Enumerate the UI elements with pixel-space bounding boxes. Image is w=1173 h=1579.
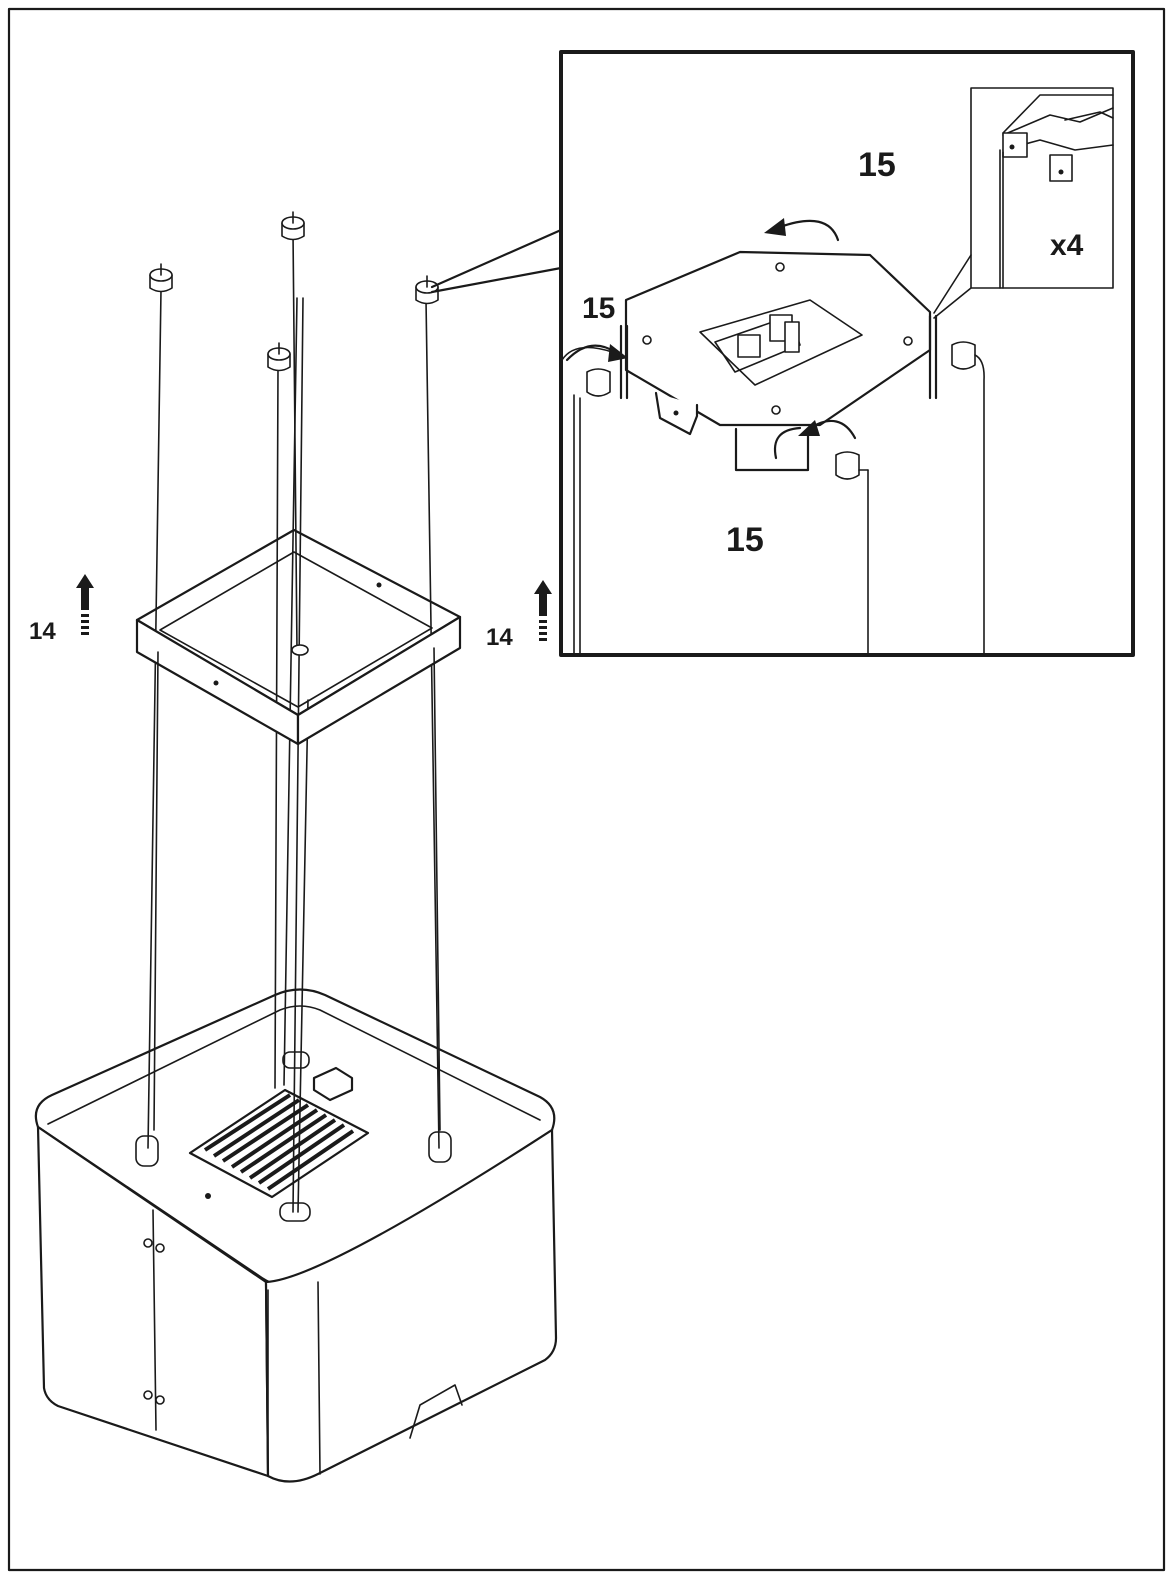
base-left-side [36, 1125, 270, 1478]
step-14-right-label: 14 [486, 624, 513, 651]
canopy-inner [159, 551, 433, 708]
base-bracket-front [279, 1202, 311, 1222]
corner-edge-line [317, 1281, 321, 1475]
step-15-top-label: 15 [858, 146, 896, 184]
up-arrow-icon [534, 580, 552, 641]
up-arrow-icon [76, 574, 94, 635]
canopy-right-face [296, 615, 462, 746]
inset-zoom-frame [970, 87, 1114, 289]
connector-box [312, 1066, 354, 1102]
hinge-icon [143, 1238, 153, 1248]
base-right-side [264, 1128, 558, 1483]
cable-clamp [149, 263, 173, 293]
cable-clamp [267, 342, 291, 372]
canopy-center-hole [291, 644, 309, 656]
screw-hole [213, 680, 219, 686]
base-bracket-back [282, 1051, 310, 1069]
step-15-bottom-label: 15 [726, 521, 764, 559]
quantity-label: x4 [1050, 229, 1084, 262]
inset-pointer [933, 254, 972, 314]
base-top-inner-edge [47, 1005, 541, 1125]
curved-arrow-icon [798, 419, 857, 440]
base-bracket-left [135, 1135, 159, 1167]
curved-arrow-icon [773, 426, 802, 460]
hinge-icon [155, 1395, 165, 1405]
callout-pointer [430, 228, 563, 289]
base-unit [34, 988, 558, 1483]
detail-callout-frame [559, 50, 1135, 657]
callout-pointer [430, 266, 563, 294]
hinge-icon [155, 1243, 165, 1253]
inset-zoom-content [999, 94, 1114, 289]
step-15-left-label: 15 [582, 292, 615, 325]
screw-hole [205, 1193, 211, 1199]
step-14-left-label: 14 [29, 618, 56, 645]
detail-cable-clamp [835, 451, 869, 656]
inset-pointer [933, 287, 972, 319]
cable-clamp [281, 211, 305, 241]
detail-cable-clamp [951, 341, 985, 656]
base-bracket-right [428, 1131, 452, 1163]
hinge-icon [143, 1390, 153, 1400]
curved-arrow-icon [565, 344, 628, 362]
canopy-ring [135, 528, 462, 1131]
screw-hole [376, 582, 382, 588]
cable-clamp [415, 275, 439, 305]
page-border [7, 7, 1166, 1572]
base-bottom-notch [409, 1384, 463, 1439]
mounting-plate [619, 250, 938, 472]
door-seam-line [152, 1209, 157, 1431]
curved-arrow-icon [764, 218, 840, 242]
cable-clamps [149, 211, 439, 372]
detail-cable-clamp [573, 368, 611, 656]
